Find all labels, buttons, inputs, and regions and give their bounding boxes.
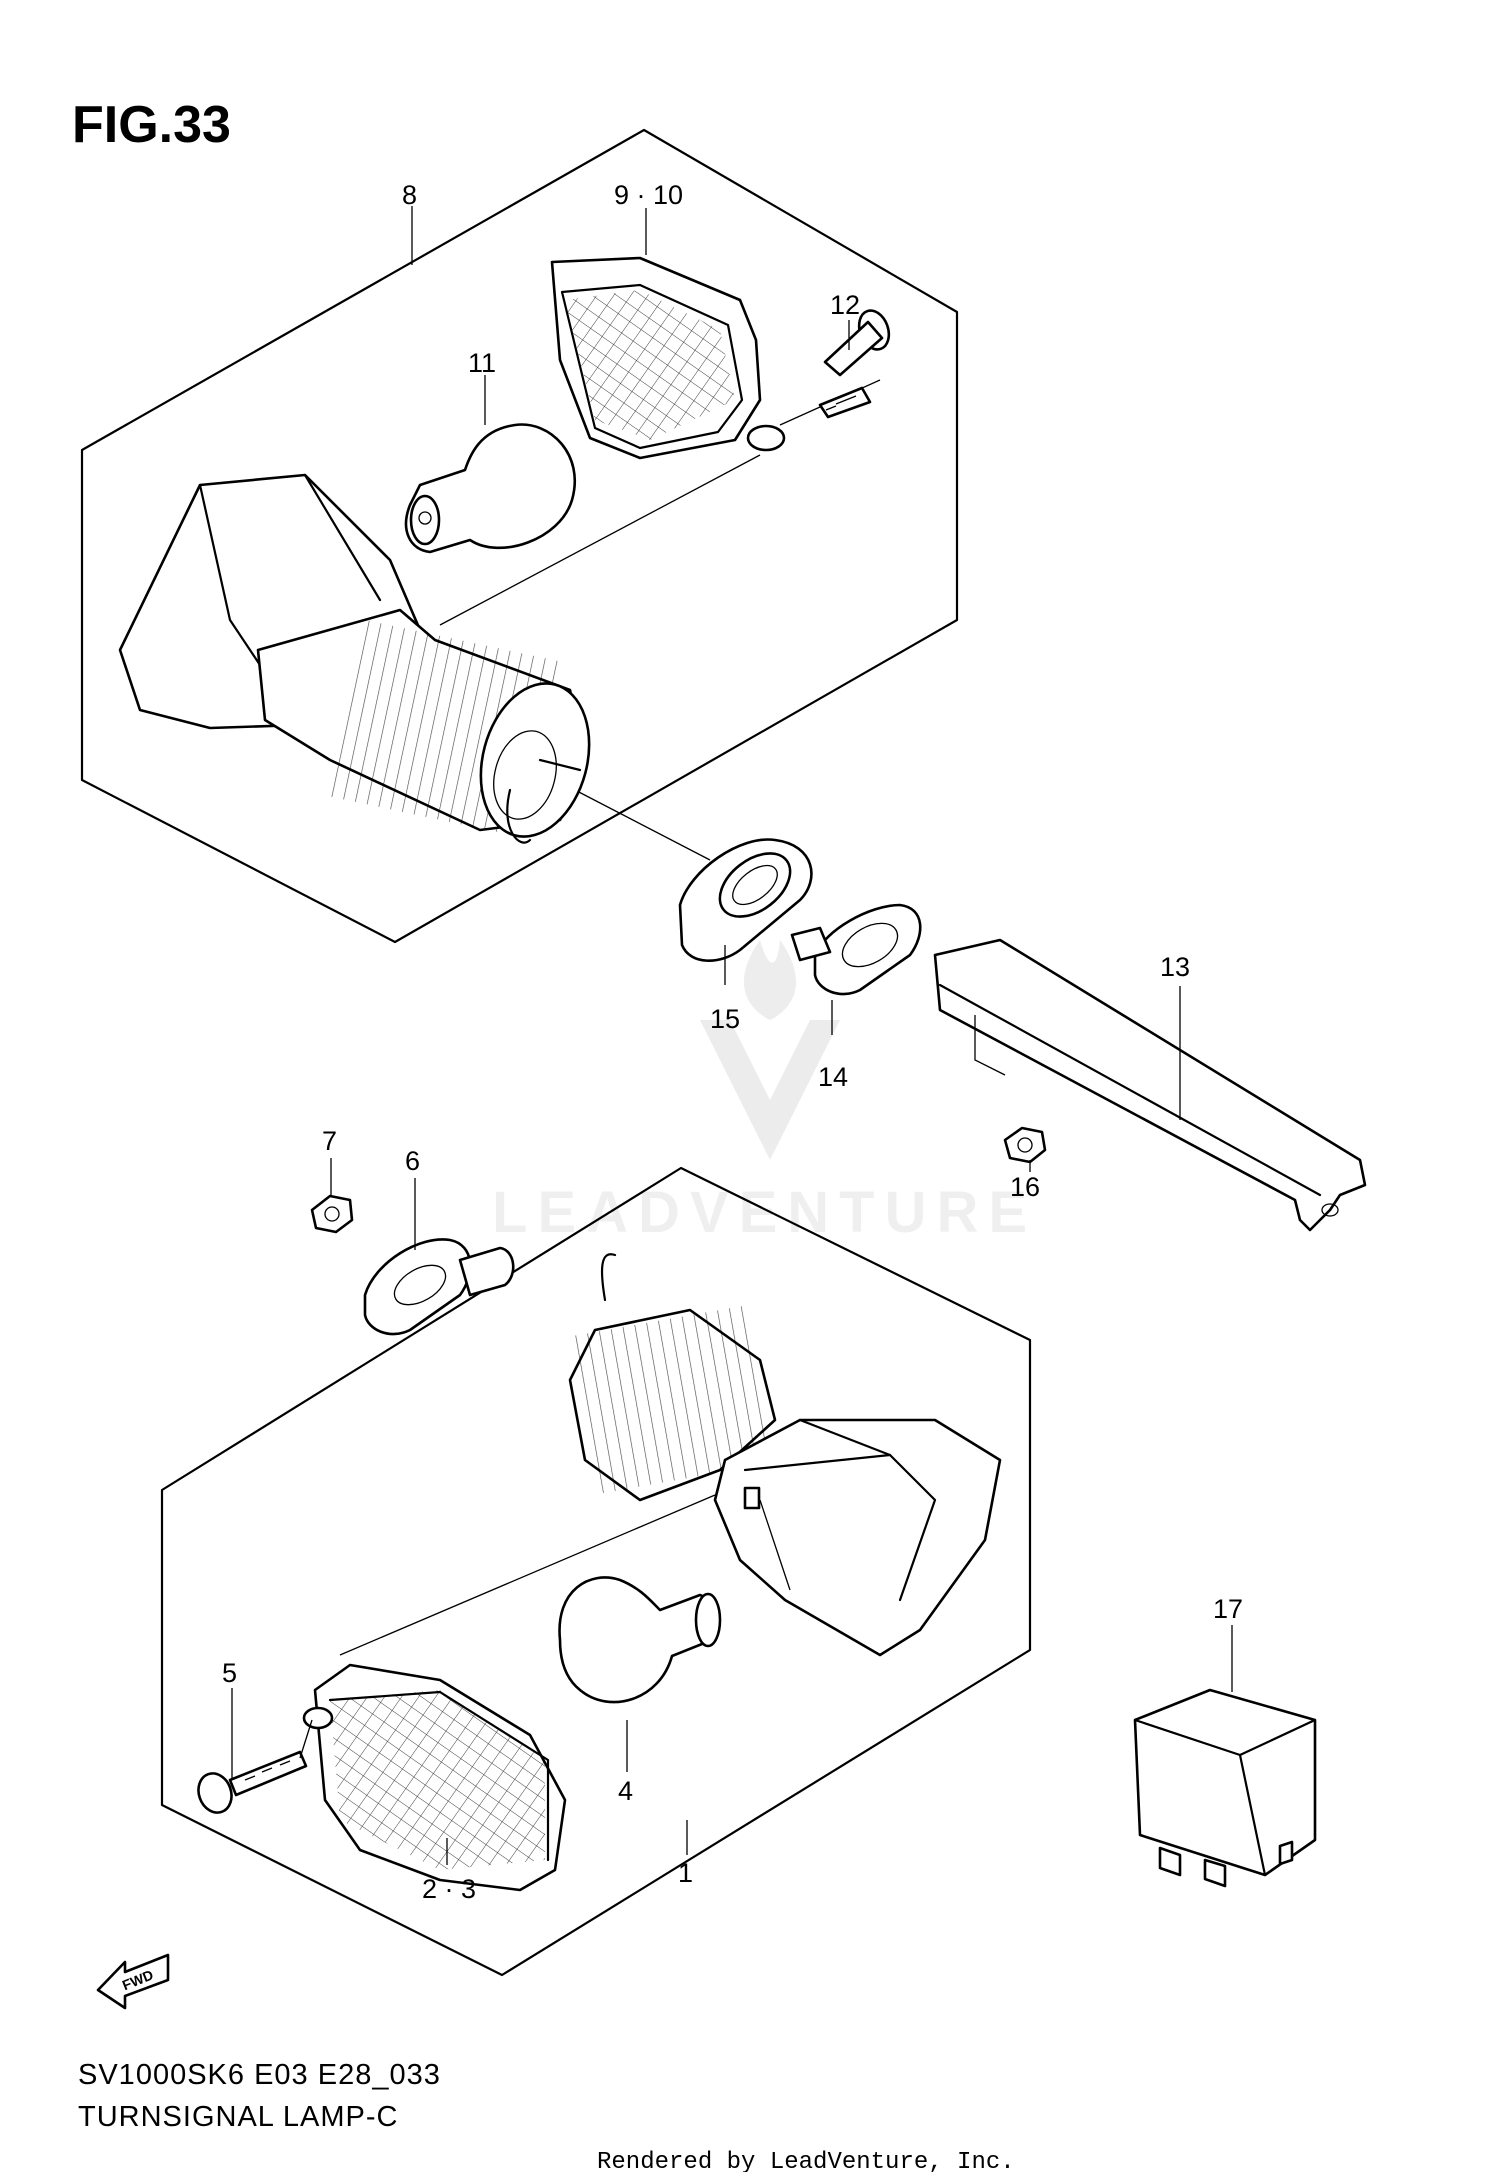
axis-line-upper xyxy=(439,454,761,626)
plate-14 xyxy=(790,903,922,996)
nut-16 xyxy=(1003,1126,1047,1164)
callout-16: 16 xyxy=(1010,1172,1040,1202)
fwd-arrow-icon: FWD xyxy=(96,1953,170,2010)
model-code: SV1000SK6 E03 E28_033 xyxy=(78,2059,441,2091)
callout-12: 12 xyxy=(830,290,860,320)
callout-5: 5 xyxy=(222,1658,237,1688)
housing-1 xyxy=(567,1253,1002,1657)
screw-5 xyxy=(197,1719,313,1814)
callout-1: 1 xyxy=(678,1858,693,1888)
callout-11: 11 xyxy=(468,348,496,378)
callout-4: 4 xyxy=(618,1776,633,1806)
watermark-text: LEADVENTURE xyxy=(492,1180,1037,1245)
callout-8: 8 xyxy=(402,180,417,210)
figure-title: FIG.33 xyxy=(72,96,231,154)
callout-13: 13 xyxy=(1160,952,1190,982)
callout-2-3: 2 · 3 xyxy=(422,1874,476,1904)
relay-17 xyxy=(1133,1688,1317,1888)
lens-2-3 xyxy=(302,1663,567,1892)
axis-line-upper-2 xyxy=(574,789,711,861)
nut-7 xyxy=(310,1194,354,1234)
screw-12 xyxy=(818,309,891,419)
callout-15: 15 xyxy=(710,1004,740,1034)
rendered-by: Rendered by LeadVenture, Inc. xyxy=(597,2149,1015,2172)
bracket-13 xyxy=(933,938,1367,1232)
leader-lines xyxy=(231,206,1233,1865)
callout-6: 6 xyxy=(405,1146,420,1176)
callout-7: 7 xyxy=(322,1126,337,1156)
figure-name: TURNSIGNAL LAMP-C xyxy=(78,2101,398,2133)
bulb-11 xyxy=(404,423,577,554)
axis-line-lower xyxy=(339,1494,716,1656)
grommet-15 xyxy=(678,838,813,962)
housing-8 xyxy=(118,473,591,844)
callout-17: 17 xyxy=(1213,1594,1243,1624)
callout-14: 14 xyxy=(818,1062,848,1092)
bulb-4 xyxy=(558,1576,722,1704)
lens-9-10 xyxy=(550,256,881,460)
watermark-logo xyxy=(700,940,840,1160)
callout-9-10: 9 · 10 xyxy=(614,180,683,210)
plate-6 xyxy=(363,1238,515,1336)
assembly-box-8 xyxy=(80,128,959,944)
assembly-box-1 xyxy=(160,1166,1032,1977)
